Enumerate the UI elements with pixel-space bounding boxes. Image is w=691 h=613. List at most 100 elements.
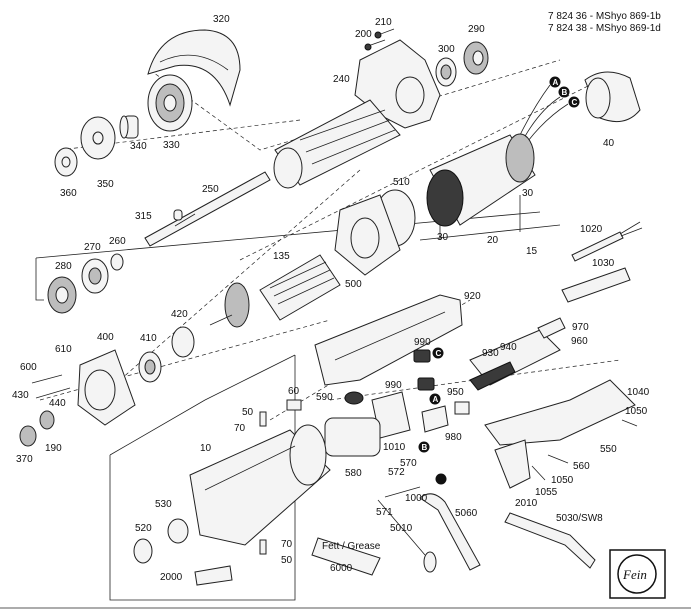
power-cable-1020 [571,221,643,262]
gear-190 [39,410,55,430]
gear-housing-240 [273,39,441,189]
part-label: 2010 [515,498,538,509]
part-label: 290 [468,24,485,35]
part-label: 430 [12,390,29,401]
screw-560 [547,454,569,464]
part-label: 420 [171,309,188,320]
motor-housing-10 [189,424,331,546]
screws-200-210 [364,28,395,51]
part-label: 5060 [455,508,478,519]
part-label: 1020 [580,224,603,235]
part-label: 970 [572,322,589,333]
bearing-520 [133,538,153,564]
hex-key-5030 [504,512,596,569]
washer-260 [110,253,124,271]
gear-290 [463,41,489,75]
screw-70-top [259,411,267,427]
marker-b-top: B [558,86,570,98]
switch-cover-1040 [484,379,636,446]
ring-40 [584,71,641,123]
part-label: 990 [385,380,402,391]
part-label: 190 [45,443,62,454]
part-label: 572 [388,467,405,478]
marker-a-switch-label: A [433,395,439,404]
part-label: 590 [316,392,333,403]
switch-930 [469,329,561,391]
nut-360 [54,147,78,177]
handle-920 [314,294,463,386]
part-label: 920 [464,291,481,302]
part-label: 500 [345,279,362,290]
marker-c-switch-label: C [436,349,442,358]
part-label: 370 [16,454,33,465]
part-labels: 320 210 200 290 300 240 40 340 330 350 3… [12,14,650,583]
screw-430 [35,387,71,399]
header-line-2: 7 824 38 - MShyo 869-1d [548,23,661,34]
part-label: 6000 [330,563,353,574]
bearing-410 [138,351,162,383]
screw-1000 [384,486,421,498]
marker-b-switch-label: B [422,443,428,452]
tube-label: Fett / Grease [322,541,381,552]
block-950 [454,401,470,415]
screw-600 [31,374,63,384]
part-label: 1050 [625,406,648,417]
part-label: 930 [482,348,499,359]
part-label: 600 [20,362,37,373]
part-label: 530 [155,499,172,510]
part-label: 70 [234,423,246,434]
part-label: 260 [109,236,126,247]
part-label: 550 [600,444,617,455]
pin-spanner-5010 [377,499,437,573]
part-label: 1030 [592,258,615,269]
part-label: 940 [500,342,517,353]
screw-1055 [531,465,546,481]
armature-135 [209,254,341,328]
part-label: 250 [202,184,219,195]
part-label: 240 [333,74,350,85]
part-label: 30 [522,188,534,199]
fein-logo-text: Fein [622,567,647,582]
wrench-5060 [419,493,481,571]
marker-a-switch: A [429,393,441,405]
clip-60 [286,399,302,411]
label-plate-2000 [194,565,233,586]
part-980 [421,405,449,433]
part-label: 340 [130,141,147,152]
part-label: 210 [375,17,392,28]
gear-370 [19,425,37,447]
flange-330 [147,74,193,132]
marker-c-top: C [568,96,580,108]
part-label: 50 [281,555,293,566]
marker-c-top-label: C [572,98,578,107]
part-label: 580 [345,468,362,479]
spindle-250 [144,171,271,247]
part-label: 320 [213,14,230,25]
part-label: 960 [571,336,588,347]
part-label: 610 [55,344,72,355]
gear-280 [47,276,77,314]
bushing-340 [119,115,139,139]
part-label: 410 [140,333,157,344]
end-shield-500 [334,194,401,276]
part-label: 70 [281,539,293,550]
part-label: 571 [376,507,393,518]
part-label: 400 [97,332,114,343]
part-label: 30 [437,232,449,243]
part-label: 1000 [405,493,428,504]
block-990-b [417,377,435,391]
lead-wires [519,84,569,142]
part-label: 135 [273,251,290,262]
block-990-a [413,349,431,363]
marker-a-top: A [549,76,561,88]
part-label: 330 [163,140,180,151]
grease-tube-6000: Fett / Grease [311,537,381,576]
part-label: 20 [487,235,499,246]
stator-20 [426,133,536,227]
part-label: 315 [135,211,152,222]
gasket-580 [324,417,381,457]
part-label: 520 [135,523,152,534]
housing-400 [77,349,136,426]
part-label: 1040 [627,387,650,398]
wheel-guard-320 [147,29,241,107]
